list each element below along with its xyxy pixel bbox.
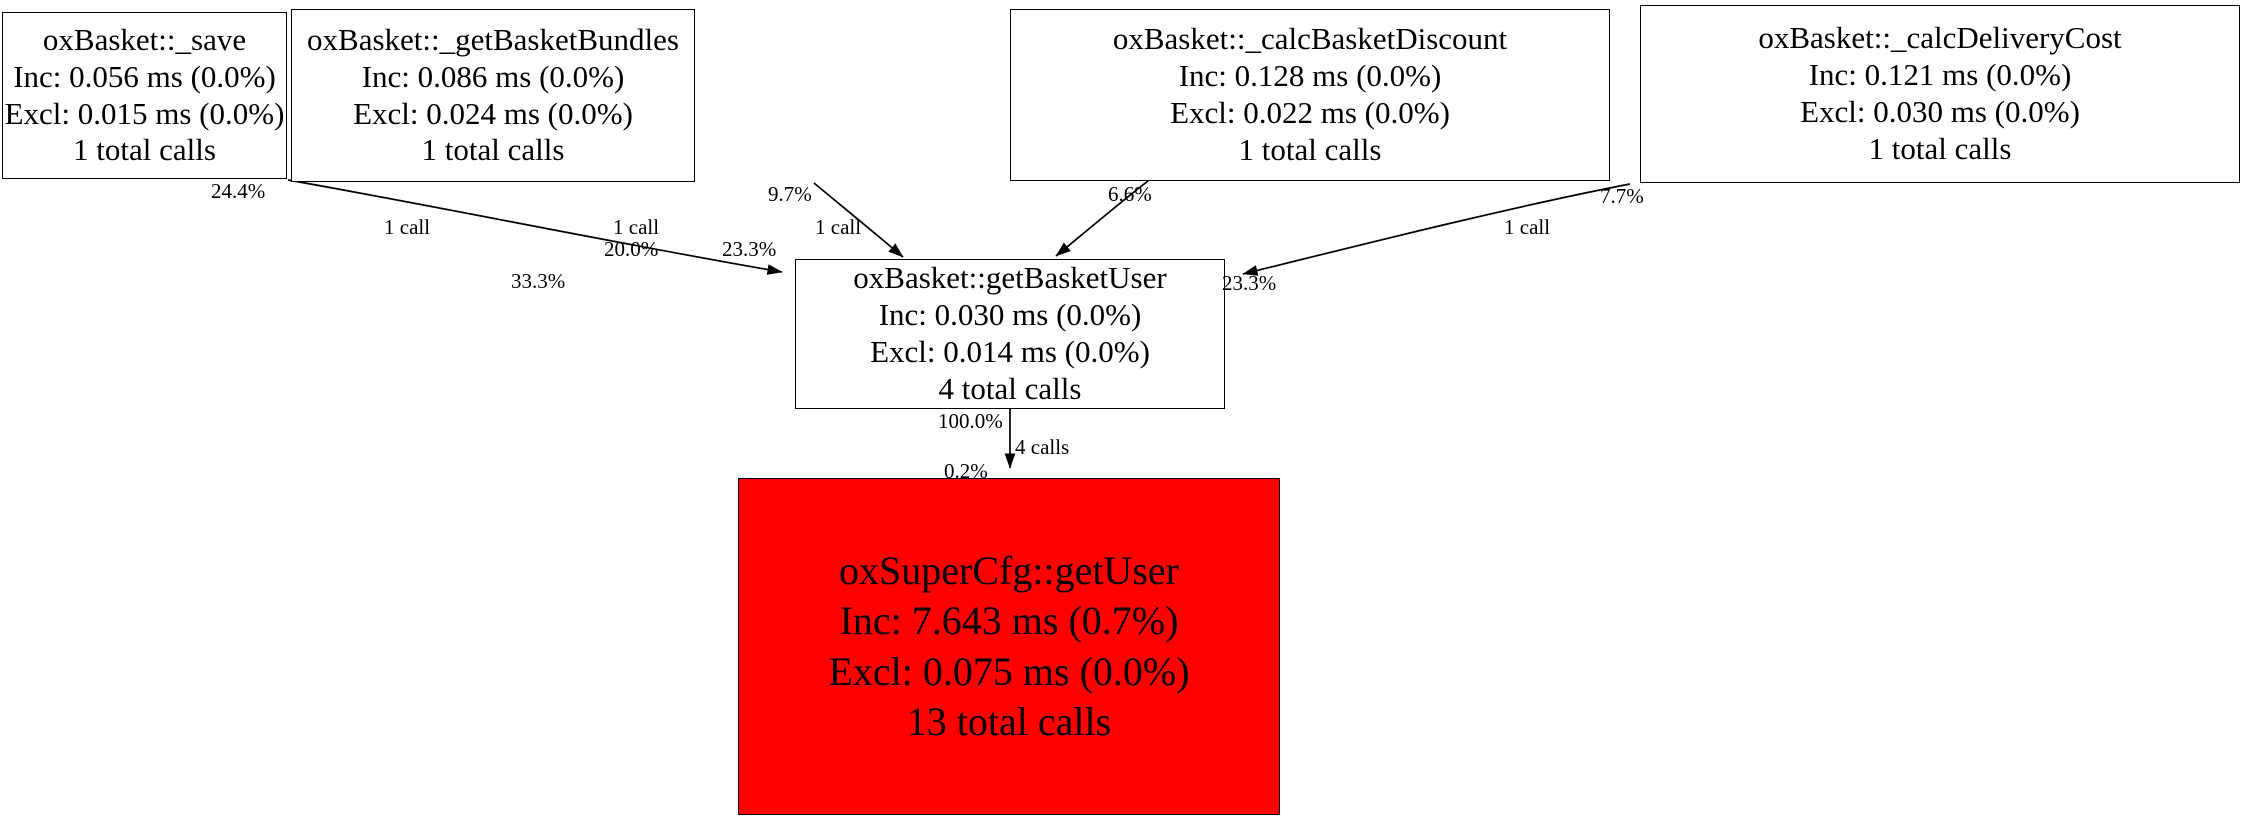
node-exclusive: Excl: 0.022 ms (0.0%) — [1170, 95, 1450, 130]
node-exclusive: Excl: 0.075 ms (0.0%) — [828, 648, 1190, 694]
edge-label-head-percent: 23.3% — [722, 237, 777, 261]
edge-label-tail-percent: 7.7% — [1600, 184, 1644, 208]
node-title: oxBasket::_getBasketBundles — [307, 21, 679, 57]
node-calls: 1 total calls — [421, 132, 565, 168]
node-inclusive: Inc: 0.056 ms (0.0%) — [13, 58, 276, 94]
node-exclusive: Excl: 0.015 ms (0.0%) — [4, 95, 285, 131]
node-oxbasket-calcbasketdiscount[interactable]: oxBasket::_calcBasketDiscount Inc: 0.128… — [1010, 9, 1610, 181]
node-oxbasket-save[interactable]: oxBasket::_save Inc: 0.056 ms (0.0%) Exc… — [2, 12, 287, 179]
node-calls: 1 total calls — [1238, 131, 1382, 167]
node-calls: 13 total calls — [906, 698, 1112, 744]
edge-label-calls: 1 call — [815, 215, 862, 239]
node-exclusive: Excl: 0.030 ms (0.0%) — [1800, 94, 2080, 129]
edge-label-calls: 1 call — [384, 215, 431, 239]
node-oxbasket-getbasketuser[interactable]: oxBasket::getBasketUser Inc: 0.030 ms (0… — [795, 259, 1225, 409]
node-inclusive: Inc: 0.121 ms (0.0%) — [1808, 57, 2072, 93]
node-title: oxBasket::_calcBasketDiscount — [1112, 21, 1508, 57]
edge-label-calls: 1 call — [1504, 215, 1551, 239]
node-inclusive: Inc: 7.643 ms (0.7%) — [839, 598, 1179, 644]
node-title: oxBasket::getBasketUser — [853, 260, 1167, 296]
edge-label-calls: 4 calls — [1015, 435, 1070, 459]
edge-save-to-getbasketuser — [287, 179, 783, 275]
node-title: oxBasket::_calcDeliveryCost — [1758, 20, 2122, 56]
node-oxsupercfg-getuser[interactable]: oxSuperCfg::getUser Inc: 7.643 ms (0.7%)… — [738, 478, 1280, 815]
node-title: oxBasket::_save — [42, 21, 247, 57]
edge-label-head-percent: 20.0% — [604, 237, 659, 261]
node-calls: 4 total calls — [938, 370, 1082, 406]
edge-label-head-percent: 23.3% — [1222, 271, 1277, 295]
node-calls: 1 total calls — [1868, 130, 2012, 166]
edge-label-tail-percent: 24.4% — [211, 179, 266, 203]
node-inclusive: Inc: 0.128 ms (0.0%) — [1178, 58, 1442, 94]
node-exclusive: Excl: 0.024 ms (0.0%) — [353, 95, 633, 131]
edge-label-tail-percent: 9.7% — [768, 182, 812, 206]
edge-calcdeliverycost-to-getbasketuser — [1242, 183, 1631, 276]
edge-label-tail-percent: 100.0% — [938, 409, 1003, 433]
node-oxbasket-getbasketbundles[interactable]: oxBasket::_getBasketBundles Inc: 0.086 m… — [291, 9, 695, 182]
node-inclusive: Inc: 0.086 ms (0.0%) — [361, 58, 625, 94]
node-calls: 1 total calls — [73, 132, 216, 168]
edge-label-head-percent: 0.2% — [944, 459, 988, 483]
node-oxbasket-calcdeliverycost[interactable]: oxBasket::_calcDeliveryCost Inc: 0.121 m… — [1640, 5, 2240, 183]
edge-label-calls: 1 call — [613, 215, 660, 239]
node-inclusive: Inc: 0.030 ms (0.0%) — [878, 297, 1142, 333]
edge-label-tail-percent: 6.6% — [1108, 182, 1152, 206]
node-exclusive: Excl: 0.014 ms (0.0%) — [870, 334, 1150, 369]
node-title: oxSuperCfg::getUser — [839, 547, 1179, 593]
edge-label-head-percent: 33.3% — [511, 269, 566, 293]
